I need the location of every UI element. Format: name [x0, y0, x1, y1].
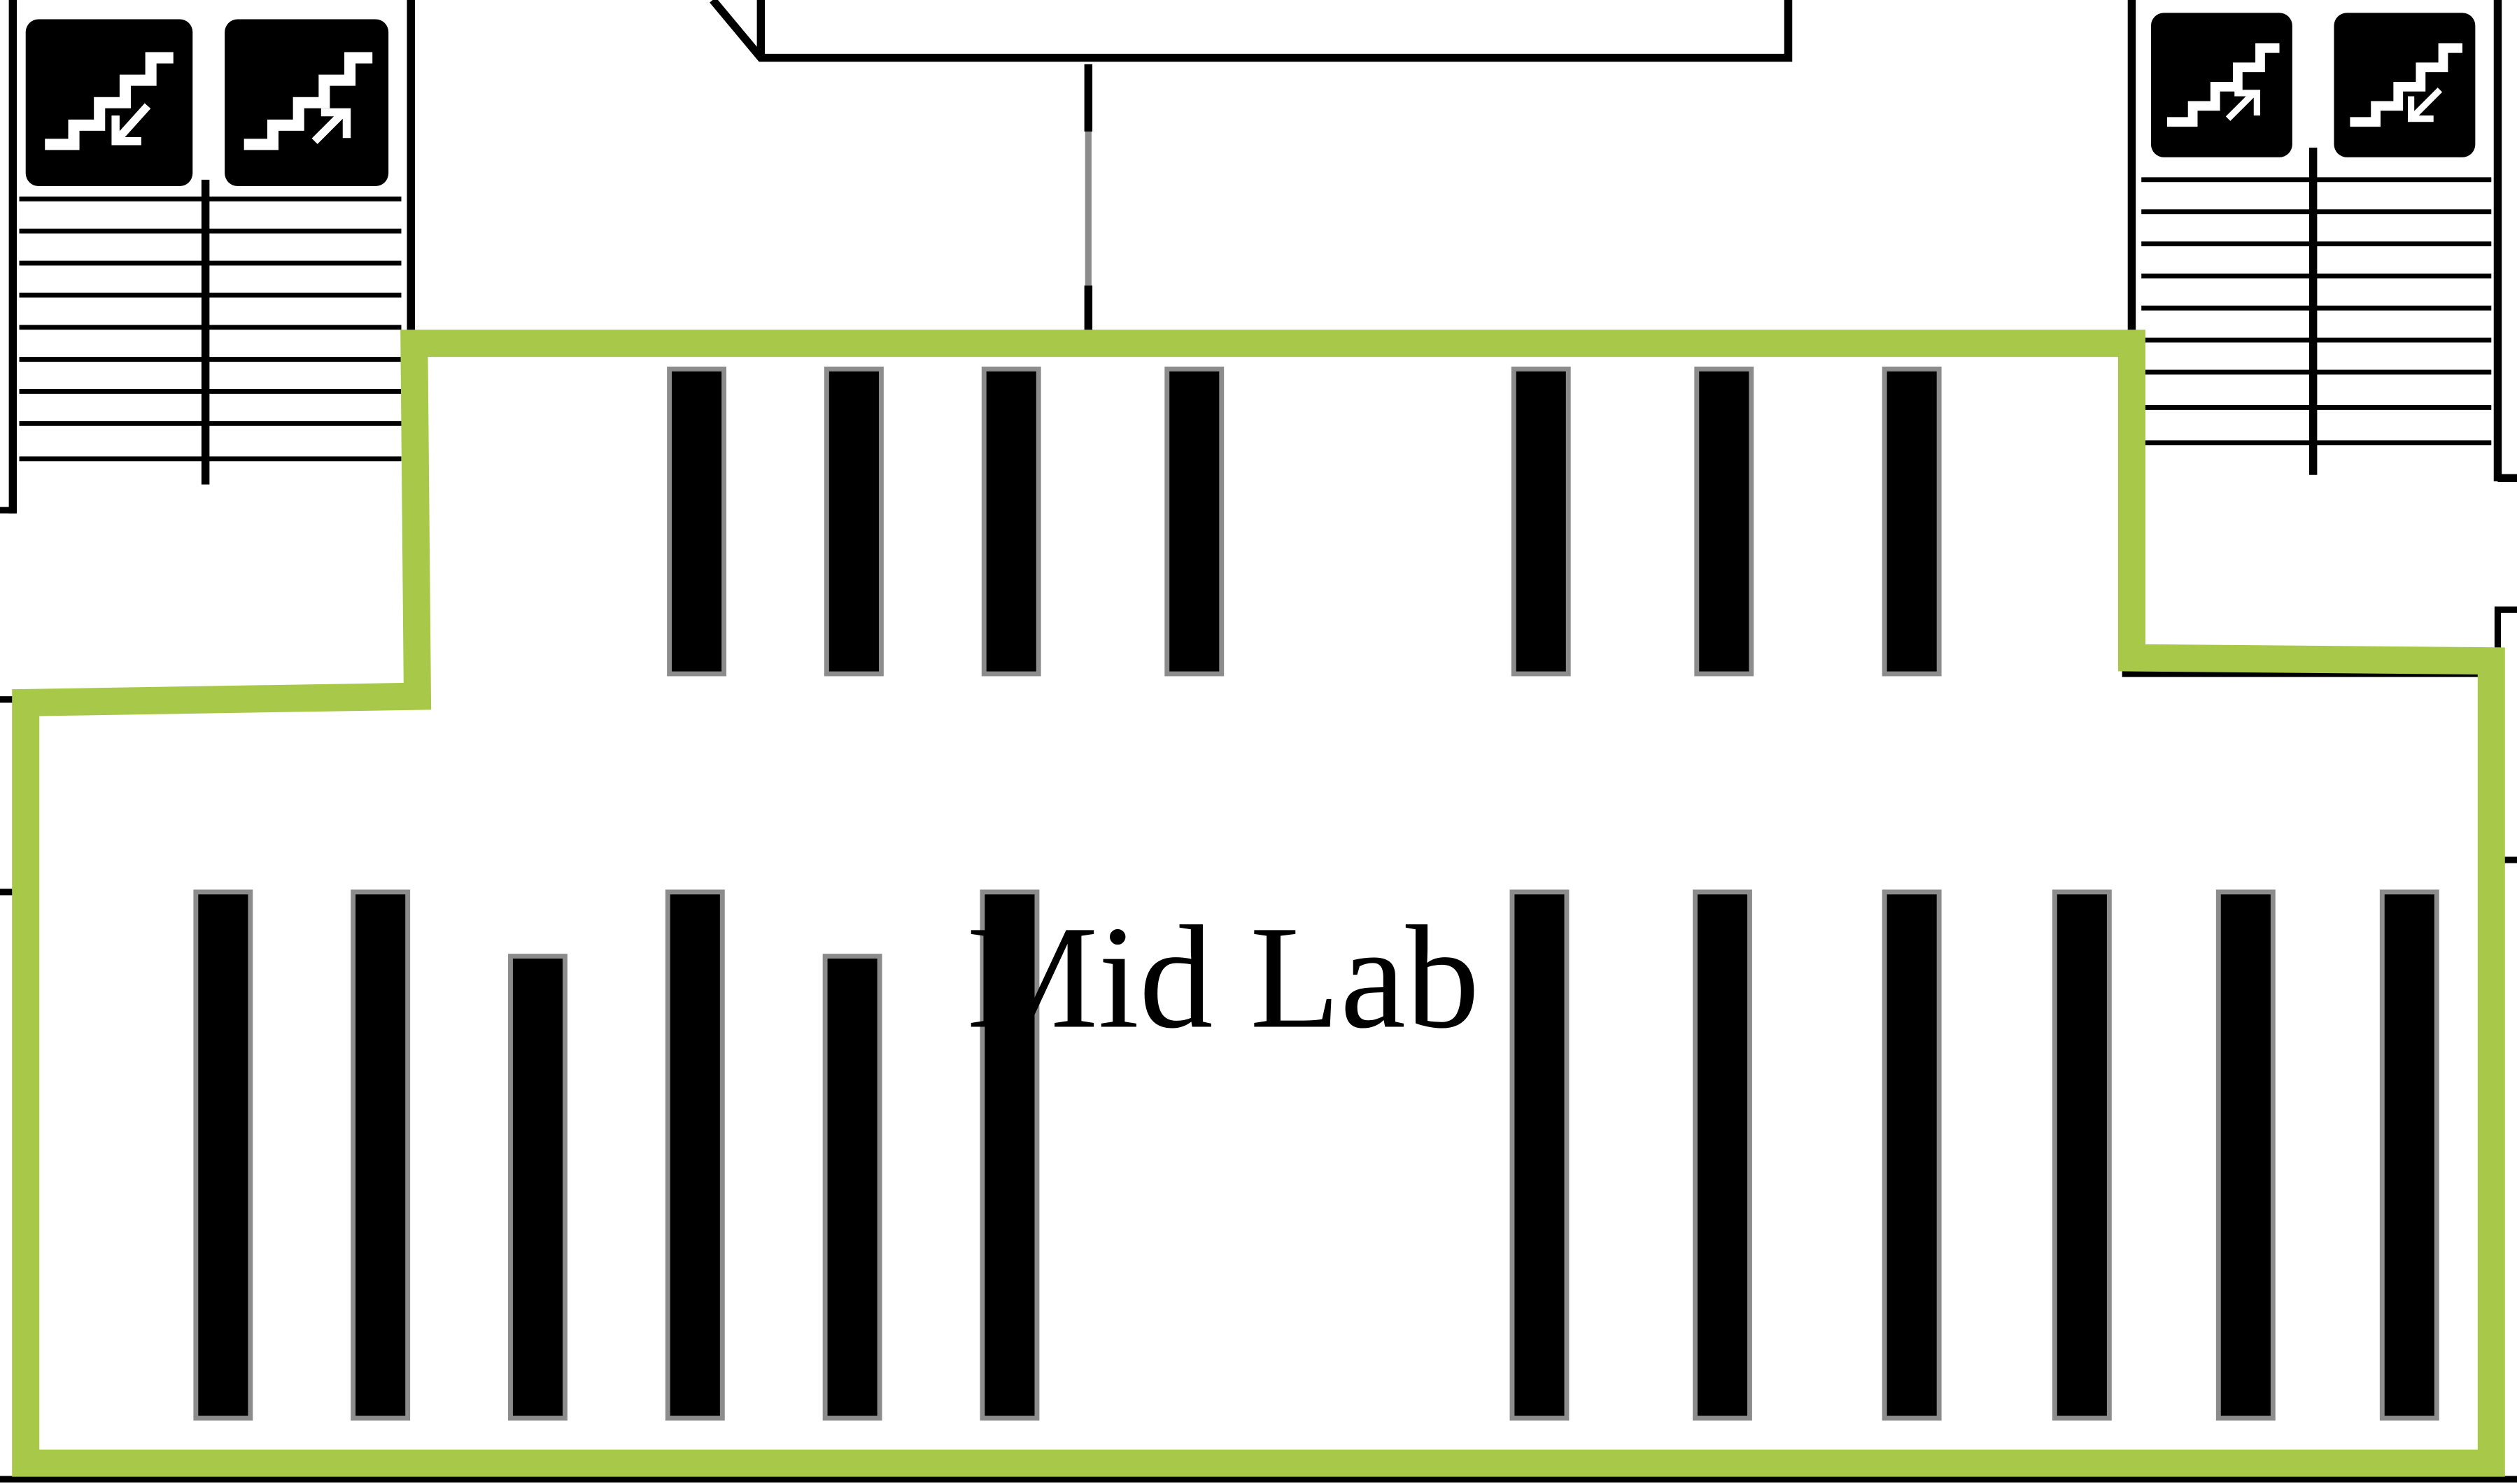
- shelf-unit: [193, 889, 253, 1421]
- service-desk: [710, 0, 1793, 62]
- stairs-down-icon: [2334, 13, 2476, 157]
- stairwell-right: [2127, 0, 2517, 483]
- shelf-unit: [1511, 366, 1571, 677]
- shelf-unit: [665, 889, 725, 1421]
- shelf-unit: [1882, 366, 1942, 677]
- room-label: Mid Lab: [967, 896, 1480, 1059]
- shelf-unit: [824, 366, 884, 677]
- shelf-unit: [1882, 889, 1942, 1421]
- shelf-unit: [1164, 366, 1225, 677]
- mid-lab-area-outline[interactable]: [12, 330, 2505, 1477]
- stairs-up-icon: [225, 19, 389, 186]
- shelf-unit: [1694, 366, 1754, 677]
- shelf-unit: [1693, 889, 1752, 1421]
- shelving-upper-row: [667, 366, 1942, 677]
- stairs-up-icon: [2150, 13, 2292, 157]
- shelf-unit: [822, 954, 882, 1421]
- shelf-unit: [2052, 889, 2112, 1421]
- shelf-unit: [980, 889, 1040, 1421]
- shelf-unit: [1509, 889, 1570, 1421]
- stairwell-left: [0, 0, 416, 514]
- shelf-unit: [667, 366, 727, 677]
- shelf-unit: [351, 889, 411, 1421]
- shelf-unit: [508, 954, 567, 1421]
- shelf-unit: [2215, 889, 2276, 1421]
- stairs-down-icon: [25, 19, 193, 186]
- shelf-unit: [981, 366, 1041, 677]
- shelving-lower-row: [193, 889, 2439, 1421]
- shelf-unit: [2379, 889, 2439, 1421]
